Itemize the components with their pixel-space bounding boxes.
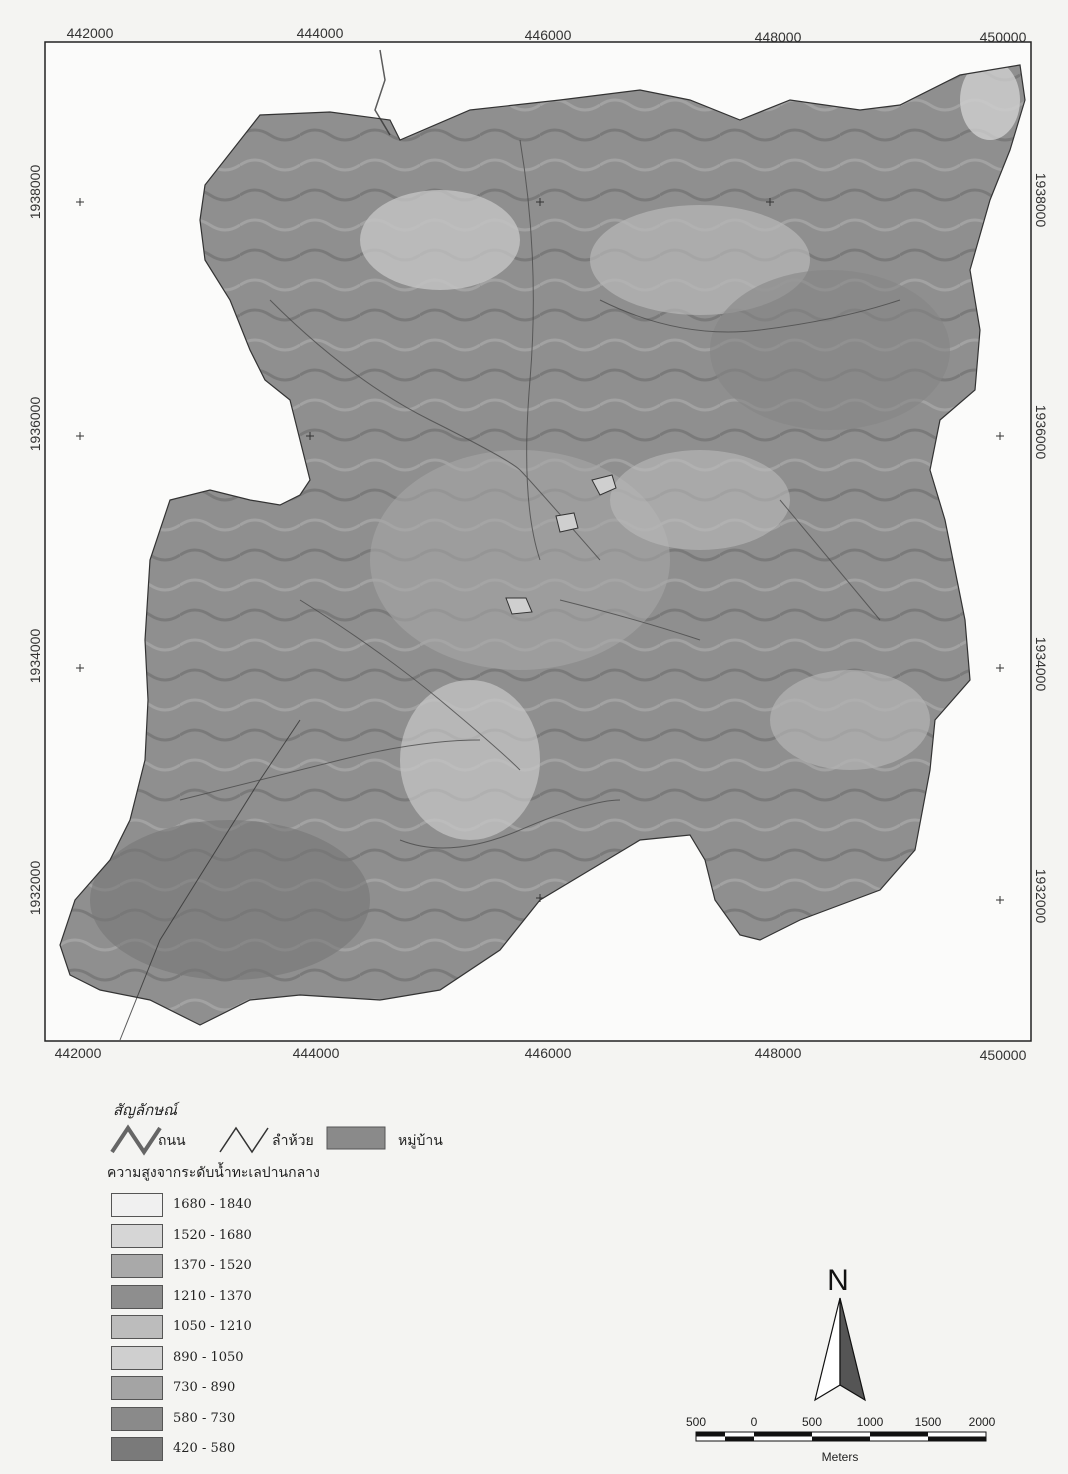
legend-title: สัญลักษณ์: [113, 1101, 178, 1119]
elevation-class-label: 580 - 730: [173, 1410, 236, 1426]
elevation-class-label: 420 - 580: [173, 1441, 236, 1456]
north-arrow-icon: N: [814, 1264, 866, 1402]
y-tick-right: 1936000: [1033, 405, 1049, 460]
legend-road-label: ถนน: [158, 1133, 186, 1149]
legend-stream-label: ลำห้วย: [272, 1133, 314, 1149]
y-tick-left: 1936000: [27, 397, 43, 452]
elevation-class-row: 1680 - 1840: [111, 1193, 271, 1220]
x-tick-bottom: 446000: [525, 1045, 572, 1061]
scale-bar: 500 0 500 1000 1500 2000 Meters: [686, 1415, 996, 1464]
elevation-swatch: [111, 1254, 163, 1278]
x-tick-top: 448000: [755, 29, 802, 45]
elevation-class-row: 420 - 580: [111, 1437, 271, 1464]
scale-label: 2000: [969, 1415, 996, 1429]
elevation-class-label: 1680 - 1840: [173, 1197, 252, 1212]
elevation-swatch: [111, 1406, 163, 1431]
y-tick-left: 1934000: [27, 629, 43, 684]
elevation-class-row: 1370 - 1520: [111, 1254, 271, 1281]
village-patch: [555, 512, 579, 533]
village-patch: [591, 474, 617, 496]
y-tick-right: 1938000: [1033, 173, 1049, 228]
x-tick-bottom: 444000: [293, 1045, 340, 1061]
elevation-class-row: 890 - 1050: [111, 1345, 271, 1373]
road-line-icon: [110, 1124, 162, 1156]
village-patch: [505, 597, 533, 615]
scale-label: 500: [802, 1415, 822, 1429]
y-ticks-right: 1938000 1936000 1934000 1932000: [1033, 173, 1049, 924]
elevation-swatch: [111, 1284, 163, 1309]
elevation-legend-title: ความสูงจากระดับน้ำทะเลปานกลาง: [107, 1165, 320, 1181]
scale-label: 0: [751, 1415, 758, 1429]
streams: [119, 49, 901, 1041]
village-patch-icon: [326, 1126, 386, 1150]
x-tick-top: 444000: [297, 25, 344, 41]
scale-unit: Meters: [822, 1450, 859, 1464]
stream-line-icon: [219, 1126, 269, 1154]
x-ticks-bottom: 442000 444000 446000 448000 450000: [55, 1045, 1027, 1063]
y-tick-right: 1934000: [1033, 637, 1049, 692]
x-tick-bottom: 450000: [980, 1047, 1027, 1063]
x-tick-top: 446000: [525, 27, 572, 43]
elevation-swatch: [111, 1223, 163, 1248]
elevation-class-label: 1210 - 1370: [173, 1288, 252, 1304]
elevation-class-label: 1520 - 1680: [173, 1227, 252, 1243]
x-tick-bottom: 442000: [55, 1045, 102, 1061]
elevation-class-label: 1050 - 1210: [173, 1319, 252, 1334]
scale-label: 1000: [857, 1415, 884, 1429]
elevation-swatch: [111, 1376, 163, 1400]
elevation-class-row: 1050 - 1210: [111, 1315, 271, 1342]
elevation-swatch: [111, 1437, 163, 1461]
villages: [505, 474, 617, 615]
elevation-class-label: 890 - 1050: [173, 1349, 244, 1365]
grid-crosses: [76, 198, 1004, 904]
elevation-swatch: [111, 1315, 163, 1339]
elevation-class-label: 730 - 890: [173, 1380, 236, 1395]
elevation-class-row: 1210 - 1370: [111, 1284, 271, 1312]
y-tick-right: 1932000: [1033, 869, 1049, 924]
elevation-class-label: 1370 - 1520: [173, 1258, 252, 1273]
x-tick-top: 450000: [980, 29, 1027, 45]
elevation-class-row: 580 - 730: [111, 1406, 271, 1434]
y-ticks-left: 1938000 1936000 1934000 1932000: [27, 165, 43, 916]
elevation-class-row: 1520 - 1680: [111, 1223, 271, 1251]
x-tick-bottom: 448000: [755, 1045, 802, 1061]
scale-label: 500: [686, 1415, 706, 1429]
x-tick-top: 442000: [67, 25, 114, 41]
scale-label: 1500: [915, 1415, 942, 1429]
x-ticks-top: 442000 444000 446000 448000 450000: [67, 25, 1027, 45]
elevation-swatch: [111, 1345, 163, 1370]
y-tick-left: 1932000: [27, 861, 43, 916]
legend-village-label: หมู่บ้าน: [398, 1133, 443, 1149]
north-arrow-label: N: [827, 1264, 849, 1297]
elevation-swatch: [111, 1193, 163, 1217]
legend-symbols: ถนน ลำห้วย หมู่บ้าน: [108, 1122, 528, 1158]
elevation-raster: [60, 65, 1025, 1025]
elevation-class-row: 730 - 890: [111, 1376, 271, 1403]
y-tick-left: 1938000: [27, 165, 43, 220]
